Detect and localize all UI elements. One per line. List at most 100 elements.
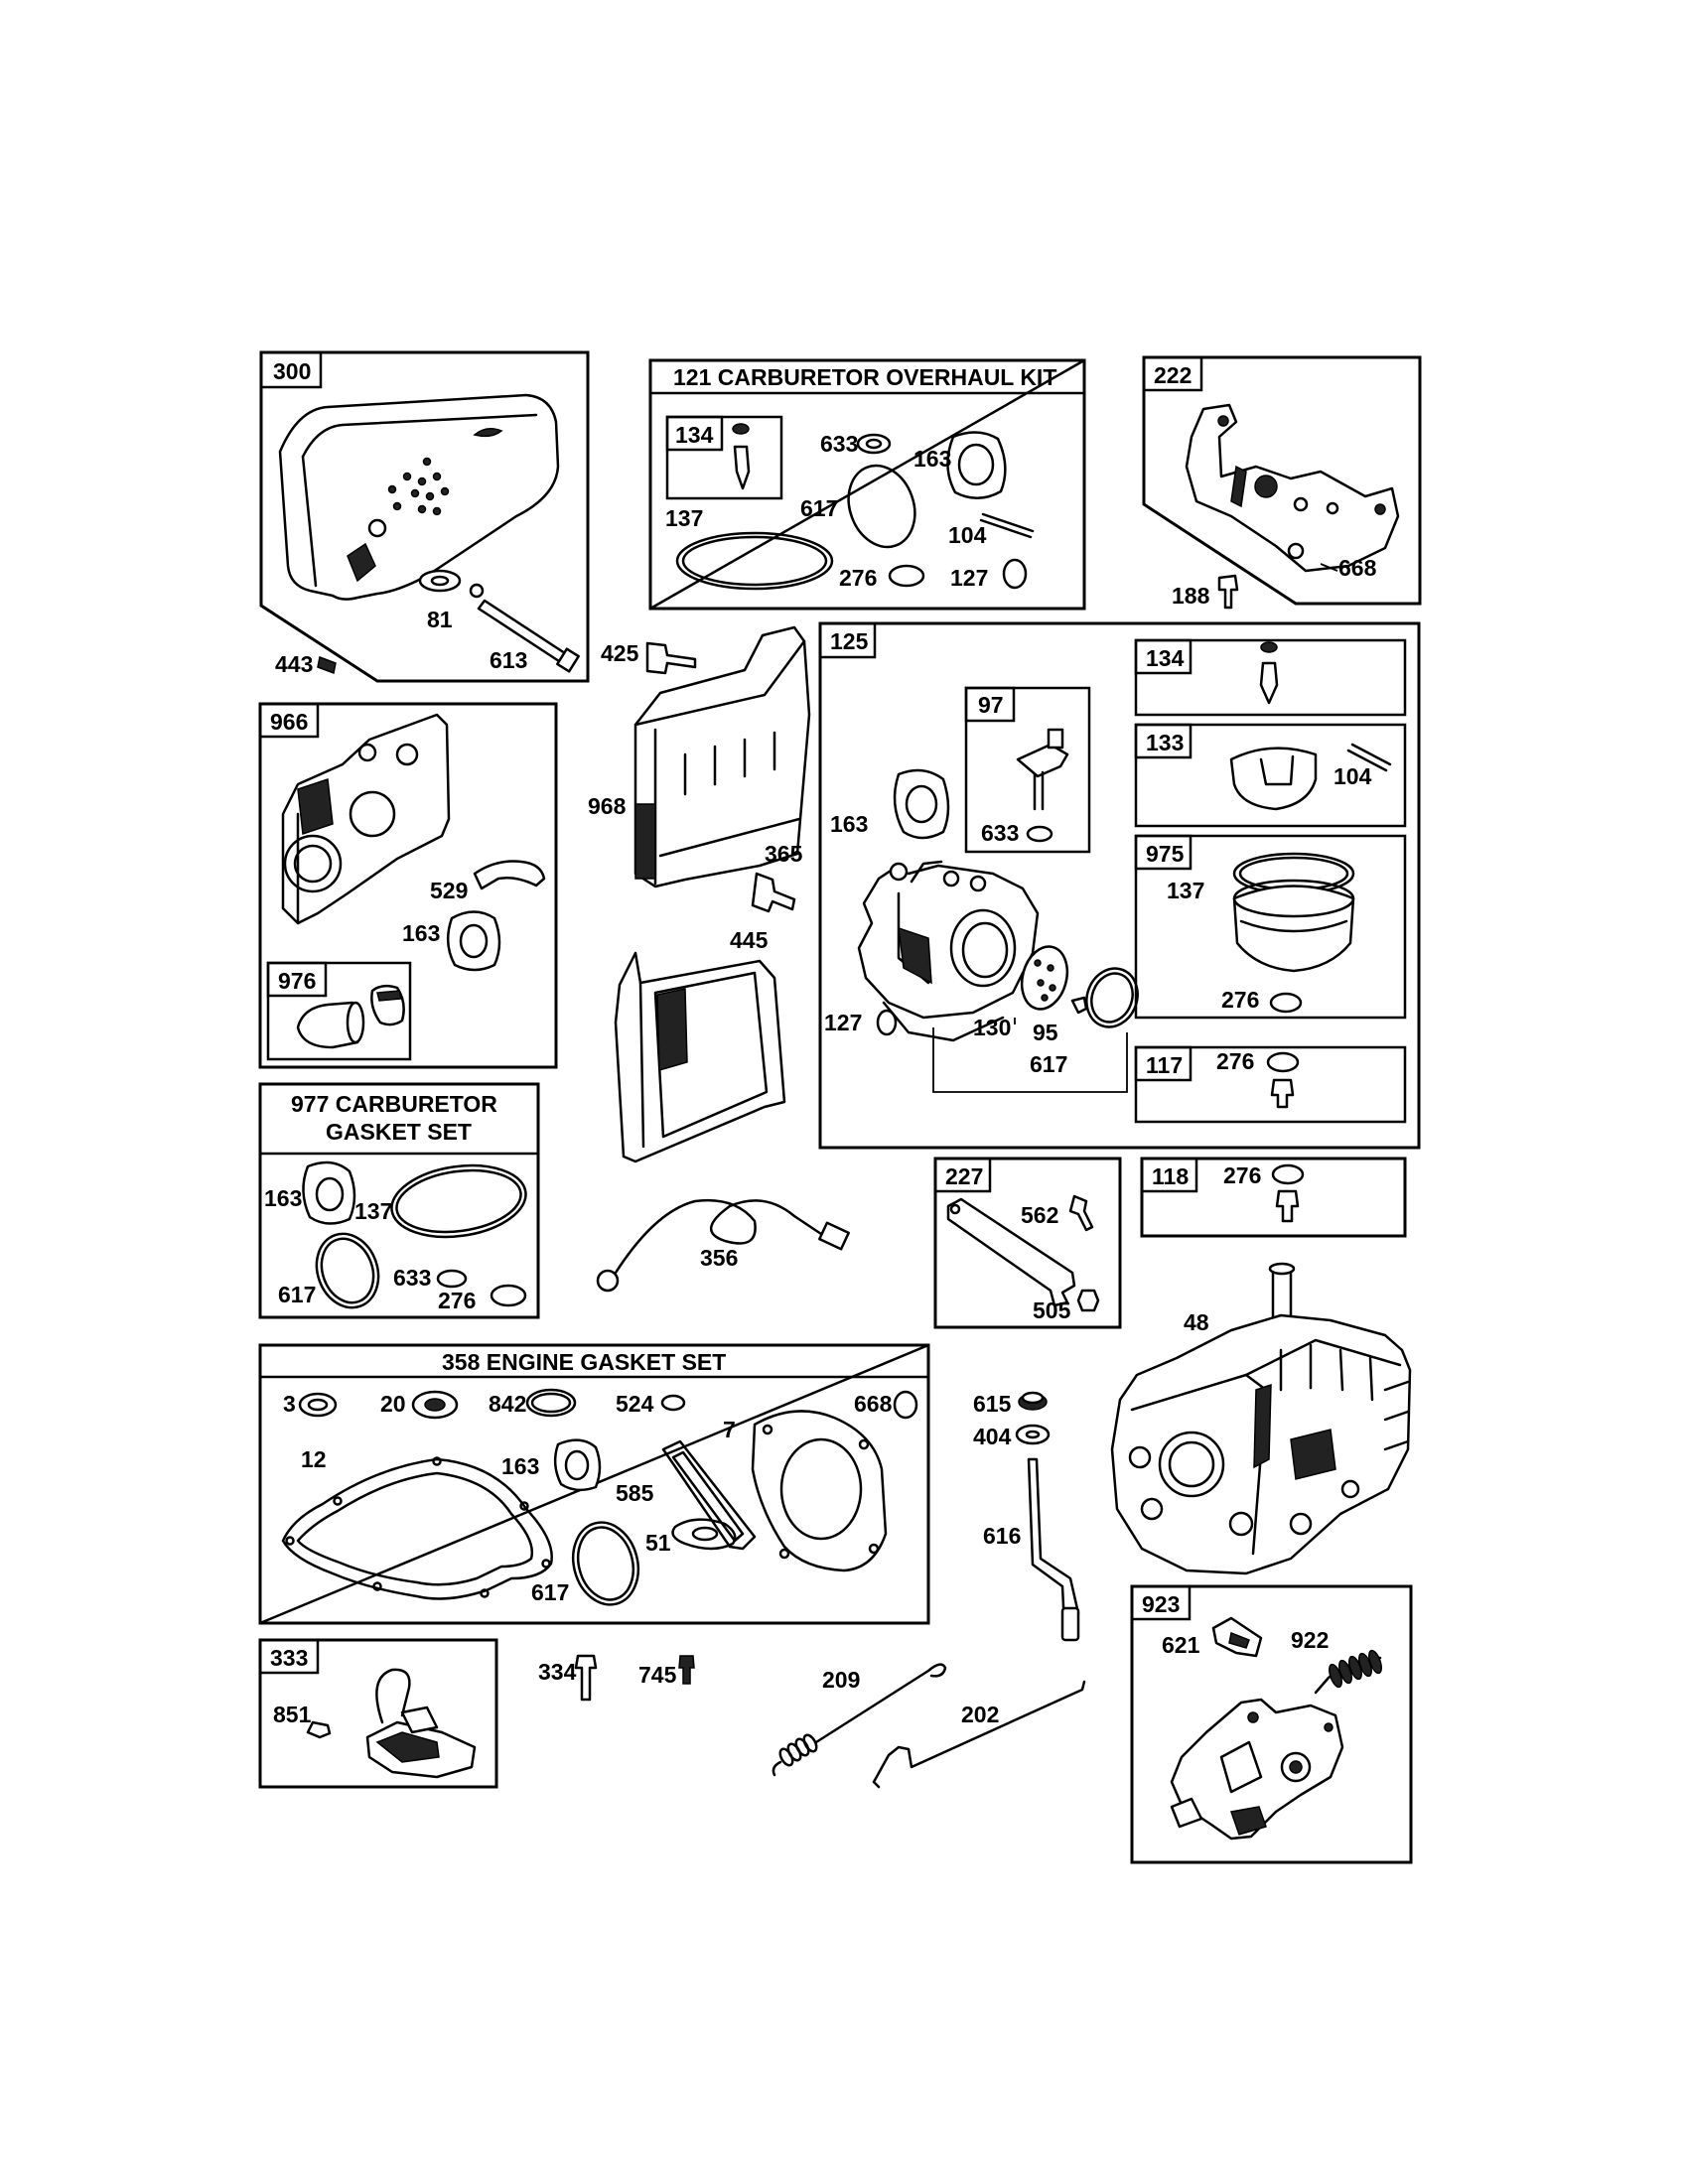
carburetor-cap-c	[969, 875, 987, 892]
label-922: 922	[1291, 1627, 1329, 1653]
oring-137-kit-inner	[681, 535, 828, 587]
carburetor-cap-a	[889, 862, 909, 882]
air-filter-frame	[638, 981, 645, 1149]
label-163-kit: 163	[913, 446, 951, 472]
box-227-outline	[933, 1157, 1122, 1329]
label-334: 334	[538, 1659, 577, 1685]
label-613: 613	[490, 647, 527, 673]
bracket-section: 222 668 188	[1142, 355, 1422, 610]
muffler-part	[278, 393, 560, 601]
seal-633-kit-hole	[865, 438, 883, 450]
screws-section: 334 745	[538, 1654, 695, 1702]
screw-188	[1217, 574, 1239, 610]
carburetor-cap-b	[942, 870, 960, 887]
label-276-kit: 276	[839, 565, 877, 591]
head-gasket-7	[751, 1410, 888, 1572]
oring-617-carb-inner	[1090, 972, 1134, 1024]
spring-922	[1314, 1649, 1382, 1695]
label-137-kit: 137	[665, 505, 703, 531]
oring-617-set-inner	[320, 1237, 375, 1304]
box-300-outline	[259, 350, 590, 683]
oring-617-engine-inner	[576, 1526, 635, 1601]
block-shadow-a	[1253, 1383, 1272, 1469]
bracket-hole-a	[1293, 496, 1309, 512]
box-121-diagonal	[648, 358, 1086, 611]
plate-130-holes	[1034, 959, 1056, 1002]
label-505: 505	[1033, 1297, 1071, 1323]
intake-port-ring	[349, 790, 396, 838]
box-117-outline	[1134, 1045, 1407, 1124]
box-121-title-bar	[648, 358, 1086, 395]
gasket-12-holes	[285, 1456, 551, 1598]
label-104-kit: 104	[948, 522, 987, 548]
box-222-number: 222	[1154, 362, 1192, 388]
needle-seat	[732, 423, 750, 435]
muffler-section: 300 81 613 443	[259, 350, 590, 683]
head-gasket-bore	[779, 1437, 863, 1541]
seal-3-hole	[307, 1398, 329, 1412]
label-356: 356	[700, 1245, 738, 1271]
box-358-title: 358 ENGINE GASKET SET	[442, 1349, 726, 1375]
label-633-set: 633	[393, 1265, 431, 1291]
label-12: 12	[301, 1446, 327, 1472]
muffler-edge	[301, 413, 538, 459]
muffler-vent-holes	[387, 457, 450, 516]
label-617-kit: 617	[800, 495, 838, 521]
label-633-carb: 633	[981, 820, 1019, 846]
box-975-number: 975	[1146, 841, 1185, 867]
carburetor-top	[910, 860, 943, 884]
oring-617-engine	[571, 1521, 640, 1606]
governor-shaft-616	[1027, 1457, 1080, 1630]
seal-615-top	[1021, 1391, 1045, 1405]
box-121-title: 121 CARBURETOR OVERHAUL KIT	[673, 364, 1056, 390]
governor-control-arm	[1219, 1740, 1263, 1794]
choke-shaft-tab	[1047, 728, 1064, 750]
box-125-number: 125	[830, 628, 869, 654]
bowl-nut-118	[1275, 1189, 1300, 1223]
clip-621-slot	[1228, 1631, 1250, 1649]
spring-209-hook	[772, 1760, 782, 1777]
oring-842-inner	[530, 1392, 572, 1414]
box-134b-outline	[1134, 638, 1407, 717]
pin-104-kit-b	[979, 518, 1033, 539]
label-562: 562	[1021, 1202, 1058, 1228]
box-966-tag	[258, 702, 320, 739]
pin-104-carb-b	[1346, 749, 1388, 772]
label-529: 529	[430, 878, 468, 903]
washer-276-118	[1271, 1163, 1305, 1185]
muffler-logo	[473, 428, 503, 438]
bracket-knob	[1254, 475, 1278, 498]
nut-505	[1076, 1289, 1100, 1312]
box-923-tag	[1130, 1584, 1192, 1621]
screw-851	[306, 1720, 332, 1739]
oring-137-kit	[675, 531, 834, 591]
gasket-81-hole	[430, 575, 450, 587]
carburetor-body	[857, 864, 1040, 1020]
label-276-118: 276	[1223, 1162, 1261, 1188]
spring-209-coils	[778, 1733, 818, 1767]
box-118-number: 118	[1152, 1163, 1189, 1189]
label-842: 842	[489, 1391, 526, 1417]
label-851: 851	[273, 1702, 312, 1727]
oring-842	[525, 1388, 577, 1418]
label-276-117: 276	[1216, 1048, 1254, 1074]
lever-hole	[949, 1203, 961, 1215]
muffler-side	[301, 455, 318, 588]
seal-633-set	[436, 1269, 468, 1289]
intake-cap	[395, 743, 419, 766]
air-filter-column: 425 968 365 445	[588, 625, 811, 1163]
block-top	[1244, 1338, 1402, 1377]
oring-617-kit	[847, 464, 916, 549]
box-134b-tag	[1134, 638, 1193, 675]
clamp-976-band	[376, 990, 402, 1002]
label-163-intake: 163	[402, 920, 440, 946]
governor-control-section: 923 621 922	[1130, 1584, 1413, 1864]
bracket-pivot	[1217, 415, 1229, 427]
control-bracket	[1185, 403, 1400, 573]
box-97-outline	[964, 686, 1091, 854]
box-133-number: 133	[1146, 730, 1184, 755]
pin-104-carb	[1350, 743, 1392, 766]
label-51: 51	[645, 1530, 671, 1556]
box-118-tag	[1140, 1157, 1198, 1193]
